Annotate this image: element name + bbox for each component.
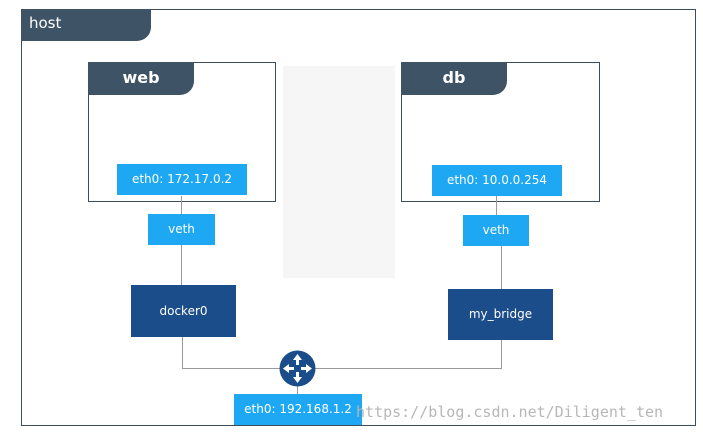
db-eth0-label: eth0: 10.0.0.254 [446, 173, 548, 187]
host-eth0-label: eth0: 192.168.1.2 [244, 402, 352, 416]
web-veth-to-docker0-line [181, 245, 182, 285]
background-shade [283, 66, 395, 278]
docker0-bridge-box: docker0 [131, 285, 236, 337]
router-icon [279, 350, 316, 387]
web-container-label: web [122, 68, 160, 87]
router-to-eth0-line [297, 386, 298, 394]
watermark-text: https://blog.csdn.net/Diligent_ten [356, 403, 664, 421]
host-bridge-line [182, 368, 502, 369]
db-container-label: db [442, 68, 466, 87]
host-label: host [29, 14, 62, 32]
web-veth-label: veth [168, 222, 195, 236]
docker0-bridge-label: docker0 [159, 304, 208, 318]
my-bridge-label: my_bridge [468, 307, 533, 321]
host-tab: host [21, 9, 151, 41]
db-veth-to-bridge-line [501, 246, 502, 289]
db-eth0-box: eth0: 10.0.0.254 [432, 165, 562, 196]
db-to-veth-line [496, 196, 497, 215]
db-container: db [401, 62, 600, 202]
host-eth0-box: eth0: 192.168.1.2 [234, 394, 362, 425]
web-container-tab: web [88, 62, 194, 95]
docker0-down-line [182, 337, 183, 368]
my-bridge-down-line [501, 340, 502, 369]
web-eth0-box: eth0: 172.17.0.2 [117, 164, 247, 195]
web-to-veth-line [181, 196, 182, 214]
db-veth-label: veth [482, 223, 510, 237]
web-veth-box: veth [148, 214, 215, 245]
web-eth0-label: eth0: 172.17.0.2 [131, 172, 233, 186]
my-bridge-box: my_bridge [448, 289, 553, 340]
db-container-tab: db [401, 62, 507, 95]
db-veth-box: veth [463, 215, 529, 246]
